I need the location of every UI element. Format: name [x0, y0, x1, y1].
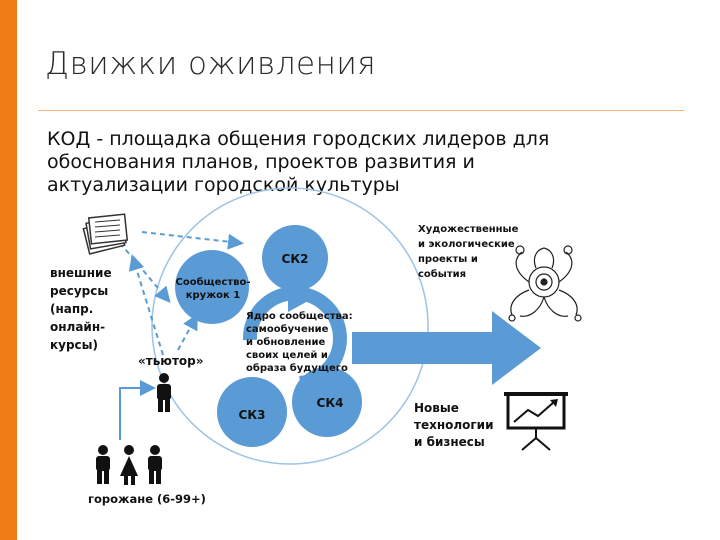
new-tech-line: технологии — [414, 418, 494, 432]
art-projects-label: Художественные и экологические проекты и… — [418, 222, 518, 282]
external-resources-line: курсы) — [50, 338, 99, 352]
core-line: Ядро сообщества: — [246, 311, 353, 322]
art-projects-line: и экологические — [418, 239, 515, 250]
slide-subtitle: КОД - площадка общения городских лидеров… — [47, 128, 647, 197]
documents-icon — [82, 213, 129, 255]
presentation-chart-icon — [504, 392, 568, 451]
external-resources-line: ресурсы — [50, 284, 109, 298]
accent-bar — [0, 0, 17, 540]
dashed-arrow-tutor-to-community — [177, 313, 198, 351]
community-circle-line: Сообщество- — [175, 277, 251, 288]
external-resources-line: внешние — [50, 266, 112, 280]
sk2-label: СК2 — [281, 252, 309, 266]
community-outline-circle — [151, 187, 429, 465]
art-projects-line: Художественные — [418, 224, 519, 235]
floral-ornament-icon — [508, 245, 582, 322]
dashed-arrow-tutor-to-resources — [128, 254, 164, 356]
community-circle-1 — [175, 250, 249, 324]
subtitle-line: КОД - площадка общения городских лидеров… — [47, 128, 550, 150]
external-resources-line: онлайн- — [50, 320, 106, 334]
art-projects-line: события — [418, 269, 467, 280]
citizens-to-tutor-arrow — [119, 380, 156, 440]
core-line: образа будущего — [246, 363, 348, 374]
citizens-label: горожане (6-99+) — [88, 492, 206, 506]
external-resources-label: внешние ресурсы (напр. онлайн- курсы) — [50, 264, 112, 354]
art-projects-line: проекты и — [418, 254, 478, 265]
core-line: и обновление — [246, 337, 326, 348]
subtitle-line: обоснования планов, проектов развития и — [47, 151, 475, 173]
sk4-label: СК4 — [316, 396, 344, 410]
new-tech-line: Новые — [414, 401, 459, 415]
sk3-circle — [217, 377, 287, 447]
core-line: своих целей и — [246, 350, 328, 361]
core-line: самообучение — [246, 324, 329, 335]
external-resources-line: (напр. — [50, 302, 94, 316]
people-group-icon — [96, 445, 162, 485]
new-tech-line: и бизнесы — [414, 435, 485, 449]
core-label: Ядро сообщества: самообучение и обновлен… — [246, 310, 353, 375]
community-circle-1-label: Сообщество- кружок 1 — [172, 276, 254, 302]
core-cycle-arrowhead — [288, 290, 310, 312]
tutor-label: «тьютор» — [138, 354, 204, 368]
subtitle-line: актуализации городской культуры — [47, 174, 400, 196]
community-circle-line: кружок 1 — [185, 290, 241, 301]
sk2-circle — [262, 225, 328, 291]
slide-title: Движки оживления — [45, 46, 377, 82]
dashed-arrow-to-sk2 — [141, 231, 244, 250]
title-divider — [38, 110, 684, 111]
new-tech-label: Новые технологии и бизнесы — [414, 400, 494, 451]
big-arrow — [352, 311, 541, 385]
core-cycle-arc — [242, 286, 347, 390]
person-icon — [157, 373, 171, 412]
sk3-label: СК3 — [238, 408, 266, 422]
